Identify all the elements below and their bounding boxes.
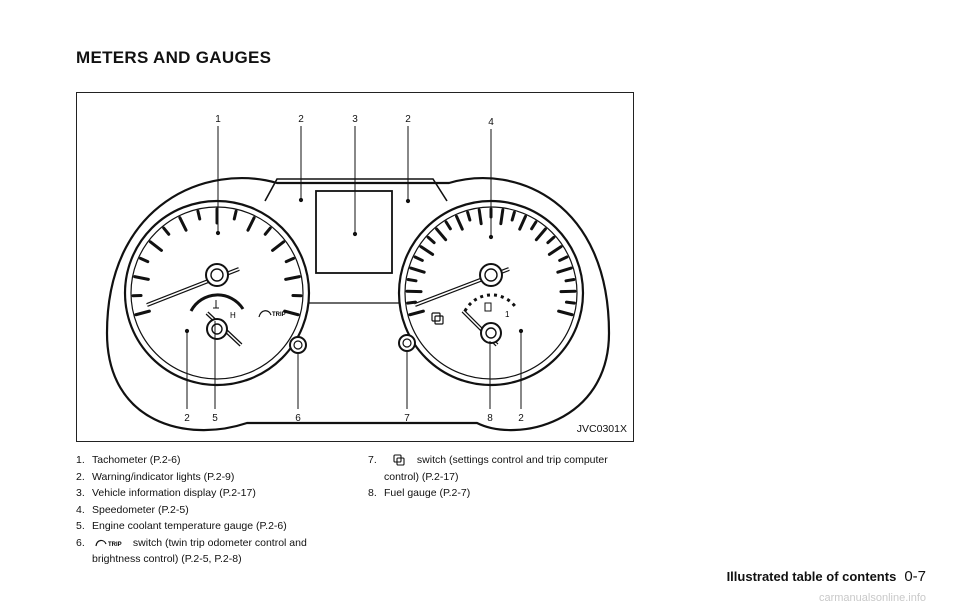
instrument-cluster-figure: H TRIP 1 bbox=[76, 92, 634, 442]
section-title: Illustrated table of contents bbox=[726, 569, 897, 584]
fuel-pump-icon bbox=[484, 302, 492, 312]
dial-tick bbox=[148, 240, 163, 252]
speedometer-dial: 1 bbox=[397, 199, 585, 387]
callout-2a: 2 bbox=[298, 114, 304, 125]
dial-tick bbox=[162, 226, 171, 236]
trip-switch-icon: TRIP bbox=[95, 539, 122, 548]
list-item: 5.Engine coolant temperature gauge (P.2-… bbox=[76, 520, 287, 532]
dial-tick bbox=[455, 214, 464, 231]
dial-tick bbox=[558, 255, 569, 262]
page-title: METERS AND GAUGES bbox=[76, 48, 272, 67]
dial-tick bbox=[406, 278, 418, 283]
dial-tick bbox=[547, 245, 563, 256]
instrument-cluster-illustration: H TRIP 1 bbox=[105, 114, 611, 432]
settings-switch-knob bbox=[398, 334, 416, 352]
dial-tick bbox=[564, 278, 576, 283]
dial-tick bbox=[426, 235, 436, 245]
cluster-housing bbox=[105, 177, 611, 432]
dial-tick bbox=[283, 309, 300, 317]
list-item: 8.Fuel gauge (P.2-7) bbox=[368, 487, 471, 499]
dial-tick bbox=[419, 245, 435, 256]
legend-list-right: 7. switch (settings control and trip com… bbox=[368, 452, 638, 502]
settings-switch-icon bbox=[393, 454, 405, 466]
watermark: carmanualsonline.info bbox=[818, 592, 926, 604]
dial-tick bbox=[138, 256, 150, 264]
dial-tick bbox=[534, 227, 547, 242]
dial-tick bbox=[284, 275, 301, 281]
dial-tick bbox=[499, 208, 505, 226]
callout-2d: 2 bbox=[518, 413, 524, 424]
trip-switch-knob bbox=[289, 336, 307, 354]
dial-tick bbox=[271, 240, 286, 252]
fuel-full-mark: 1 bbox=[505, 310, 510, 319]
dial-tick bbox=[556, 266, 573, 274]
dial-tick bbox=[134, 309, 151, 317]
dial-tick bbox=[246, 216, 256, 232]
list-item: 7. switch (settings control and trip com… bbox=[368, 454, 608, 483]
svg-text:TRIP: TRIP bbox=[272, 312, 286, 318]
callout-2b: 2 bbox=[405, 114, 411, 125]
dial-tick bbox=[444, 220, 452, 231]
coolant-temp-icon bbox=[213, 300, 219, 309]
list-item: 6. TRIP switch (twin trip odometer contr… bbox=[76, 536, 307, 566]
dial-tick bbox=[435, 227, 448, 242]
tachometer-dial: H TRIP bbox=[123, 199, 311, 387]
information-display-screen bbox=[315, 190, 393, 274]
dial-tick bbox=[408, 309, 425, 317]
dial-tick bbox=[564, 300, 576, 305]
list-item: 4.Speedometer (P.2-5) bbox=[76, 503, 189, 516]
dial-tick bbox=[178, 216, 188, 232]
list-item: 1.Tachometer (P.2-6) bbox=[76, 454, 181, 466]
dial-tick bbox=[557, 309, 574, 317]
dial-tick bbox=[406, 300, 418, 305]
coolant-hot-mark: H bbox=[230, 311, 236, 320]
callout-7: 7 bbox=[404, 413, 410, 424]
list-item: 3.Vehicle information display (P.2-17) bbox=[76, 487, 256, 499]
dial-tick bbox=[409, 266, 426, 274]
settings-switch-icon bbox=[431, 312, 444, 325]
callout-1: 1 bbox=[215, 114, 221, 125]
dial-tick bbox=[477, 208, 483, 226]
page-number: 0-7 bbox=[904, 568, 926, 585]
callout-2c: 2 bbox=[184, 413, 190, 424]
callout-6: 6 bbox=[295, 413, 301, 424]
dial-tick bbox=[530, 220, 538, 231]
callout-5: 5 bbox=[212, 413, 218, 424]
dial-tick bbox=[510, 210, 516, 222]
figure-code: JVC0301X bbox=[576, 423, 627, 435]
callout-3: 3 bbox=[352, 114, 358, 125]
dial-tick bbox=[413, 255, 424, 262]
dial-tick bbox=[263, 226, 272, 236]
dial-tick bbox=[546, 235, 556, 245]
trip-switch-icon: TRIP bbox=[258, 310, 286, 318]
dial-tick bbox=[284, 256, 296, 264]
svg-text:TRIP: TRIP bbox=[108, 542, 122, 548]
dial-tick bbox=[196, 209, 202, 221]
callout-4: 4 bbox=[488, 117, 494, 128]
callout-8: 8 bbox=[487, 413, 493, 424]
dial-tick bbox=[232, 209, 238, 221]
leader-lines bbox=[184, 126, 524, 409]
legend-list-left: 1.Tachometer (P.2-6) 2.Warning/indicator… bbox=[76, 452, 356, 568]
dial-tick bbox=[466, 210, 472, 222]
list-item: 2.Warning/indicator lights (P.2-9) bbox=[76, 470, 235, 483]
dial-tick bbox=[518, 214, 527, 231]
page-footer: Illustrated table of contents 0-7 bbox=[727, 568, 926, 585]
dial-tick bbox=[133, 275, 150, 281]
